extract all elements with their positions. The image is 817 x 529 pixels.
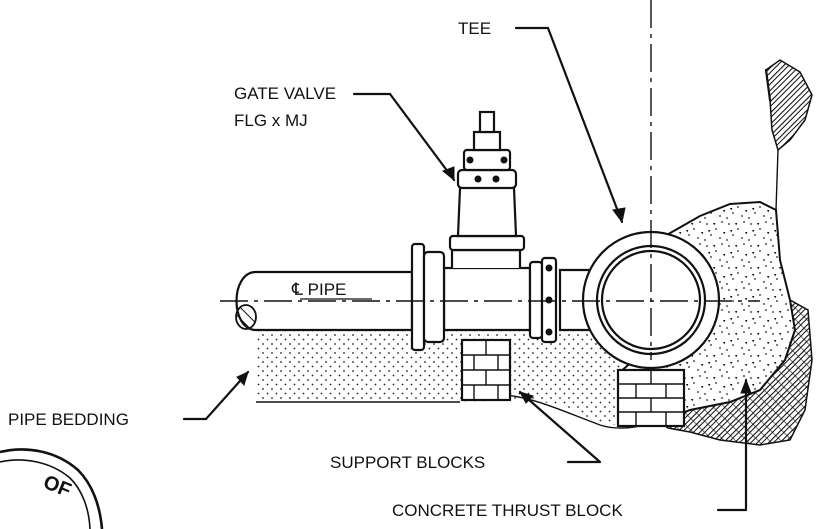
label-concrete-thrust-block: CONCRETE THRUST BLOCK xyxy=(392,501,623,520)
leader-gate-valve xyxy=(352,92,456,182)
leader-support-blocks xyxy=(518,390,602,464)
leader-concrete-thrust-block xyxy=(716,378,748,512)
label-pipe-bedding: PIPE BEDDING xyxy=(8,410,129,429)
valve-flanges xyxy=(410,242,558,352)
label-gate-valve: GATE VALVE xyxy=(234,84,336,103)
label-gate-valve-type: FLG x MJ xyxy=(234,111,308,130)
pipe-cut-end xyxy=(235,304,257,330)
leader-lines xyxy=(182,26,752,512)
engineer-seal-fragment: OF xyxy=(0,448,104,529)
seal-text: OF xyxy=(40,471,74,502)
label-tee: TEE xyxy=(458,19,491,38)
pipe-bedding-region xyxy=(256,330,641,429)
support-block-left xyxy=(460,338,512,402)
label-support-blocks: SUPPORT BLOCKS xyxy=(330,453,485,472)
support-block-right xyxy=(616,368,686,428)
valve-pipe-section xyxy=(442,266,532,332)
leader-pipe-bedding xyxy=(182,370,250,421)
label-pipe-centerline: ℄ PIPE xyxy=(291,280,346,299)
leader-tee xyxy=(514,26,624,224)
support-blocks xyxy=(460,338,686,428)
gate-valve xyxy=(448,110,526,268)
